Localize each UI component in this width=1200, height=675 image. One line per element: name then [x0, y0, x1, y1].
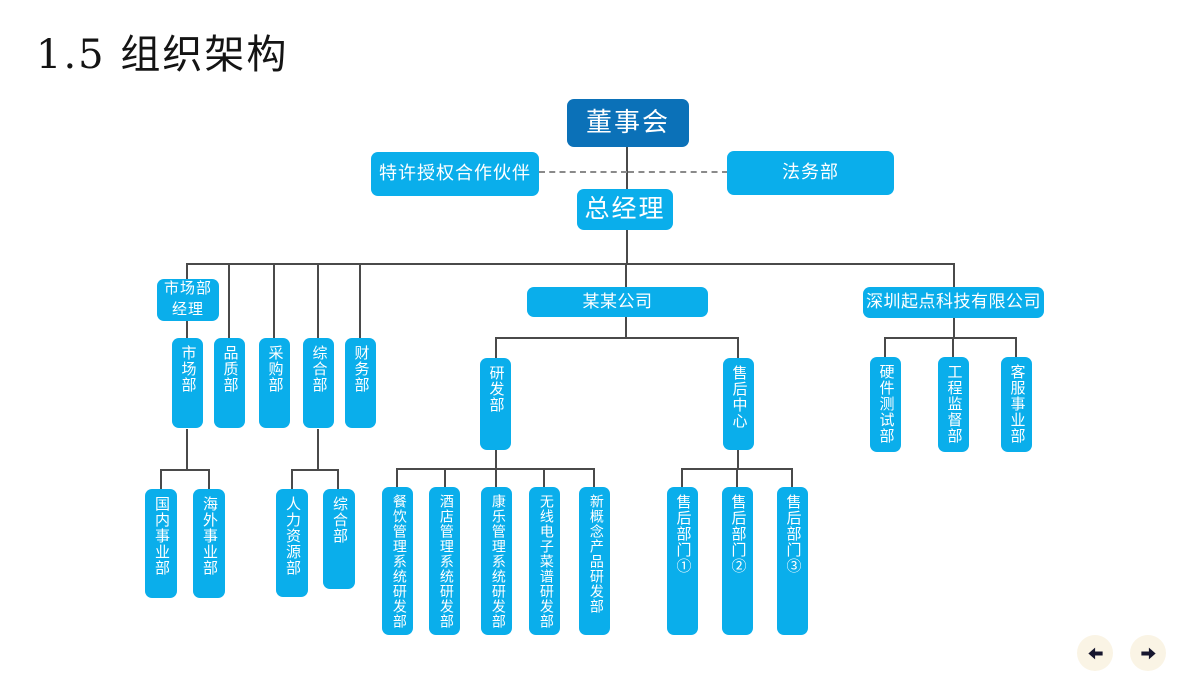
- org-node-customer-service-dept: 客服事业部: [1001, 357, 1032, 452]
- org-node-overseas-division: 海外事业部: [193, 489, 225, 598]
- org-node-purchasing-dept: 采购部: [259, 338, 290, 428]
- connector-line: [160, 469, 162, 489]
- connector-line: [737, 337, 739, 358]
- org-node-recreation-system-rnd: 康乐管理系统研发部: [481, 487, 512, 635]
- org-node-general-manager: 总经理: [577, 189, 673, 230]
- connector-line: [291, 469, 293, 489]
- org-node-rnd-dept: 研发部: [480, 358, 511, 450]
- org-node-legal-department: 法务部: [727, 151, 894, 195]
- connector-line: [186, 429, 188, 469]
- org-node-domestic-division: 国内事业部: [145, 489, 177, 598]
- left-arrow-icon: [1087, 647, 1103, 659]
- org-node-engineering-supervision-dept: 工程监督部: [938, 357, 969, 452]
- connector-line: [208, 469, 210, 489]
- page-title: 1.5 组织架构: [36, 32, 289, 78]
- org-node-aftersales-center: 售后中心: [723, 358, 754, 450]
- connector-line: [626, 230, 628, 263]
- connector-line: [186, 263, 188, 279]
- org-node-aftersales-dept-3: 售后部门③: [777, 487, 808, 635]
- connector-line: [187, 263, 955, 265]
- next-slide-button[interactable]: [1130, 635, 1166, 671]
- connector-line: [737, 450, 739, 468]
- connector-line: [952, 337, 954, 357]
- org-node-general-affairs-sub-dept: 综合部: [323, 489, 355, 589]
- right-arrow-icon: [1140, 647, 1156, 659]
- connector-line: [1015, 337, 1017, 357]
- org-node-aftersales-dept-2: 售后部门②: [722, 487, 753, 635]
- prev-slide-button[interactable]: [1077, 635, 1113, 671]
- connector-line: [625, 263, 627, 287]
- connector-line: [317, 429, 319, 469]
- org-node-company: 某某公司: [527, 287, 708, 317]
- org-node-marketing-dept: 市场部: [172, 338, 203, 428]
- dashed-connector-line: [628, 171, 728, 173]
- connector-line: [626, 147, 628, 189]
- connector-line: [953, 318, 955, 337]
- org-node-wireless-menu-rnd: 无线电子菜谱研发部: [529, 487, 560, 635]
- connector-line: [495, 337, 738, 339]
- org-node-board-of-directors: 董事会: [567, 99, 689, 147]
- connector-line: [884, 337, 886, 357]
- connector-line: [292, 469, 339, 471]
- org-node-hotel-system-rnd: 酒店管理系统研发部: [429, 487, 460, 635]
- connector-line: [736, 468, 738, 487]
- org-node-quality-dept: 品质部: [214, 338, 245, 428]
- connector-line: [337, 469, 339, 489]
- org-node-franchise-partner: 特许授权合作伙伴: [371, 152, 539, 196]
- connector-line: [273, 263, 275, 338]
- dashed-connector-line: [539, 171, 627, 173]
- connector-line: [444, 468, 446, 487]
- org-node-finance-dept: 财务部: [345, 338, 376, 428]
- org-node-new-concept-rnd: 新概念产品研发部: [579, 487, 610, 635]
- connector-line: [228, 263, 230, 338]
- org-node-shenzhen-company: 深圳起点科技有限公司: [863, 287, 1044, 318]
- org-node-catering-system-rnd: 餐饮管理系统研发部: [382, 487, 413, 635]
- org-node-general-affairs-dept: 综合部: [303, 338, 334, 428]
- connector-line: [543, 468, 545, 487]
- org-node-marketing-manager: 市场部 经理: [157, 279, 219, 321]
- connector-line: [625, 317, 627, 337]
- connector-line: [953, 263, 955, 287]
- connector-line: [161, 469, 209, 471]
- slide-nav: [1077, 635, 1166, 671]
- connector-line: [791, 468, 793, 487]
- org-node-aftersales-dept-1: 售后部门①: [667, 487, 698, 635]
- connector-line: [681, 468, 683, 487]
- org-node-hardware-testing-dept: 硬件测试部: [870, 357, 901, 452]
- connector-line: [495, 468, 497, 487]
- connector-line: [396, 468, 398, 487]
- connector-line: [885, 337, 1016, 339]
- connector-line: [186, 321, 188, 338]
- connector-line: [359, 263, 361, 338]
- connector-line: [593, 468, 595, 487]
- connector-line: [495, 450, 497, 468]
- connector-line: [317, 263, 319, 338]
- org-node-human-resources-dept: 人力资源部: [276, 489, 308, 597]
- connector-line: [495, 337, 497, 358]
